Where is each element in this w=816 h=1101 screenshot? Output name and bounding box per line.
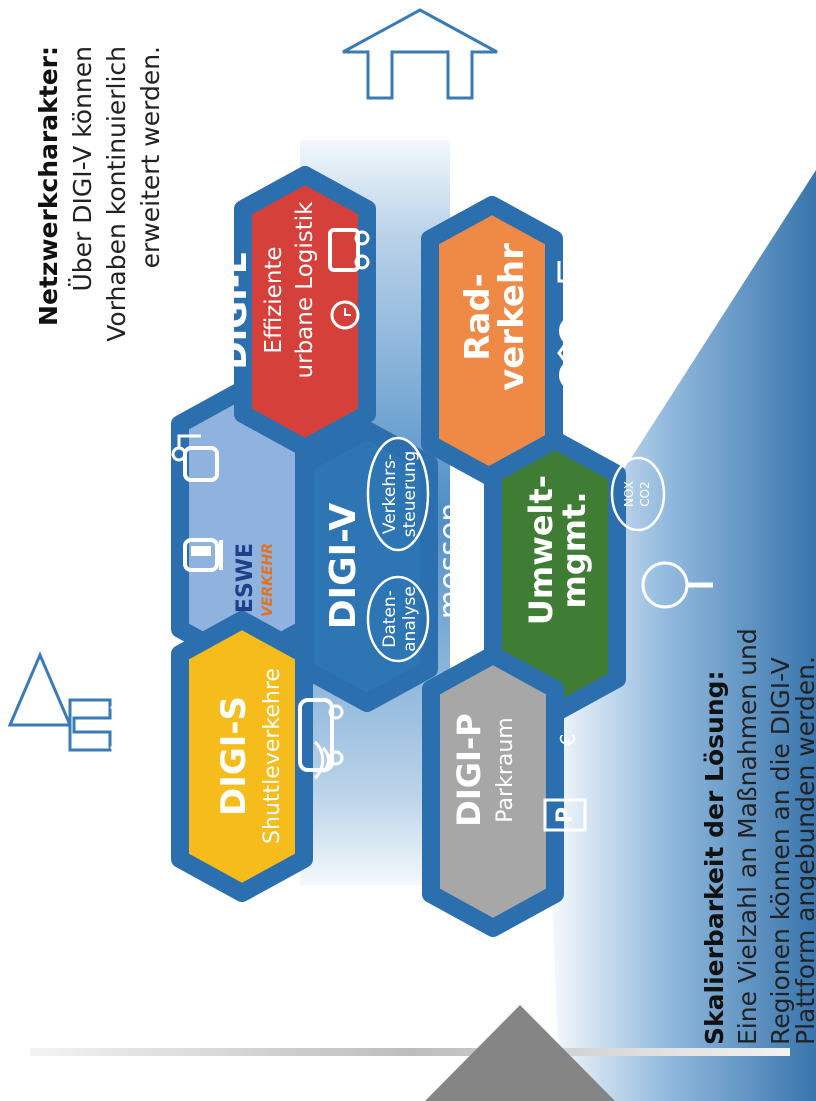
extension-label-1: kontinuierliche (107, 616, 137, 808)
oepnv-title: ÖPNV (114, 462, 162, 590)
svg-text:P: P (553, 807, 578, 823)
hex-digi-p: DIGI-P Parkraum P € (422, 646, 587, 937)
rad-title-2: verkehr (492, 243, 532, 391)
eswe-logo-sub: VERKEHR (260, 543, 276, 617)
digi-p-title: DIGI-P (450, 713, 488, 826)
shuttle-bus-icon (298, 698, 344, 772)
rad-title-1: Rad- (458, 273, 498, 361)
extension-label-2: Erweiterung (140, 633, 170, 791)
umwelt-title-2: mgmt. (555, 491, 593, 608)
hex-digi-v: DIGI-V Daten- analyse Verkehrs- steuerun… (296, 421, 534, 712)
network-heading: Netzwerkcharakter: (34, 46, 63, 326)
digi-v-title: DIGI-V (323, 503, 364, 630)
hex-digi-s: DIGI-S Shuttleverkehre (171, 611, 344, 902)
cloud-label-nox: NOX (622, 481, 636, 507)
up-arrow-icon (342, 8, 498, 100)
umwelt-title-1: Umwelt- (522, 475, 560, 625)
bottom-divider (30, 1048, 790, 1056)
step-messen: messen (433, 503, 468, 619)
e-bike-charger-icon (557, 261, 599, 286)
hex-oepnv: ÖPNV ESWE VERKEHR (114, 381, 313, 672)
ellipse-datenanalyse (366, 575, 430, 663)
digi-s-subtitle: Shuttleverkehre (260, 668, 285, 844)
datenanalyse-line2: analyse (400, 586, 420, 652)
digi-l-subtitle-2: urbane Logistik (292, 201, 318, 379)
hex-digi-l: DIGI-L Effiziente urbane Logistik (215, 166, 376, 457)
right-blue-band (540, 170, 816, 1101)
clock-icon (330, 300, 360, 330)
tram-icon (183, 538, 223, 572)
digi-p-subtitle: Parkraum (493, 717, 518, 822)
parking-sign-icon: P (543, 798, 587, 832)
cloud-icon (610, 456, 666, 532)
network-line-2: Vorhaben kontinuierlich (102, 46, 131, 342)
delivery-truck-icon (328, 228, 370, 272)
cloud-label-co2: CO2 (638, 481, 652, 506)
network-line-3: erweitert werden. (136, 46, 165, 268)
verkehrssteuerung-line1: Verkehrs- (380, 454, 400, 534)
digi-l-subtitle-1: Effiziente (261, 246, 287, 353)
wifi-icon (313, 740, 330, 780)
e-bus-icon (171, 434, 219, 482)
tree-icon (641, 561, 713, 609)
euro-symbol: € (556, 734, 580, 747)
left-arrow-icon (7, 651, 112, 752)
digi-s-title: DIGI-S (214, 696, 254, 816)
verkehrssteuerung-line2: steuerung (400, 451, 420, 538)
datenanalyse-line1: Daten- (380, 590, 400, 648)
ellipse-verkehrssteuerung (366, 436, 430, 552)
scalability-line-2: Regionen können an die DIGI-V (766, 657, 795, 1045)
eswe-logo: ESWE (233, 543, 258, 613)
bicycle-icon (557, 315, 591, 391)
bottom-triangle-icon (425, 1005, 615, 1101)
digi-l-title: DIGI-L (215, 252, 255, 369)
scalability-line-1: Eine Vielzahl an Maßnahmen und (733, 628, 762, 1045)
network-line-1: Über DIGI-V können (68, 46, 97, 292)
scalability-line-3: Plattform angebunden werden. (791, 656, 816, 1045)
hex-radverkehr: Rad- verkehr (421, 196, 599, 487)
scalability-heading: Skalierbarkeit der Lösung: (700, 670, 729, 1045)
